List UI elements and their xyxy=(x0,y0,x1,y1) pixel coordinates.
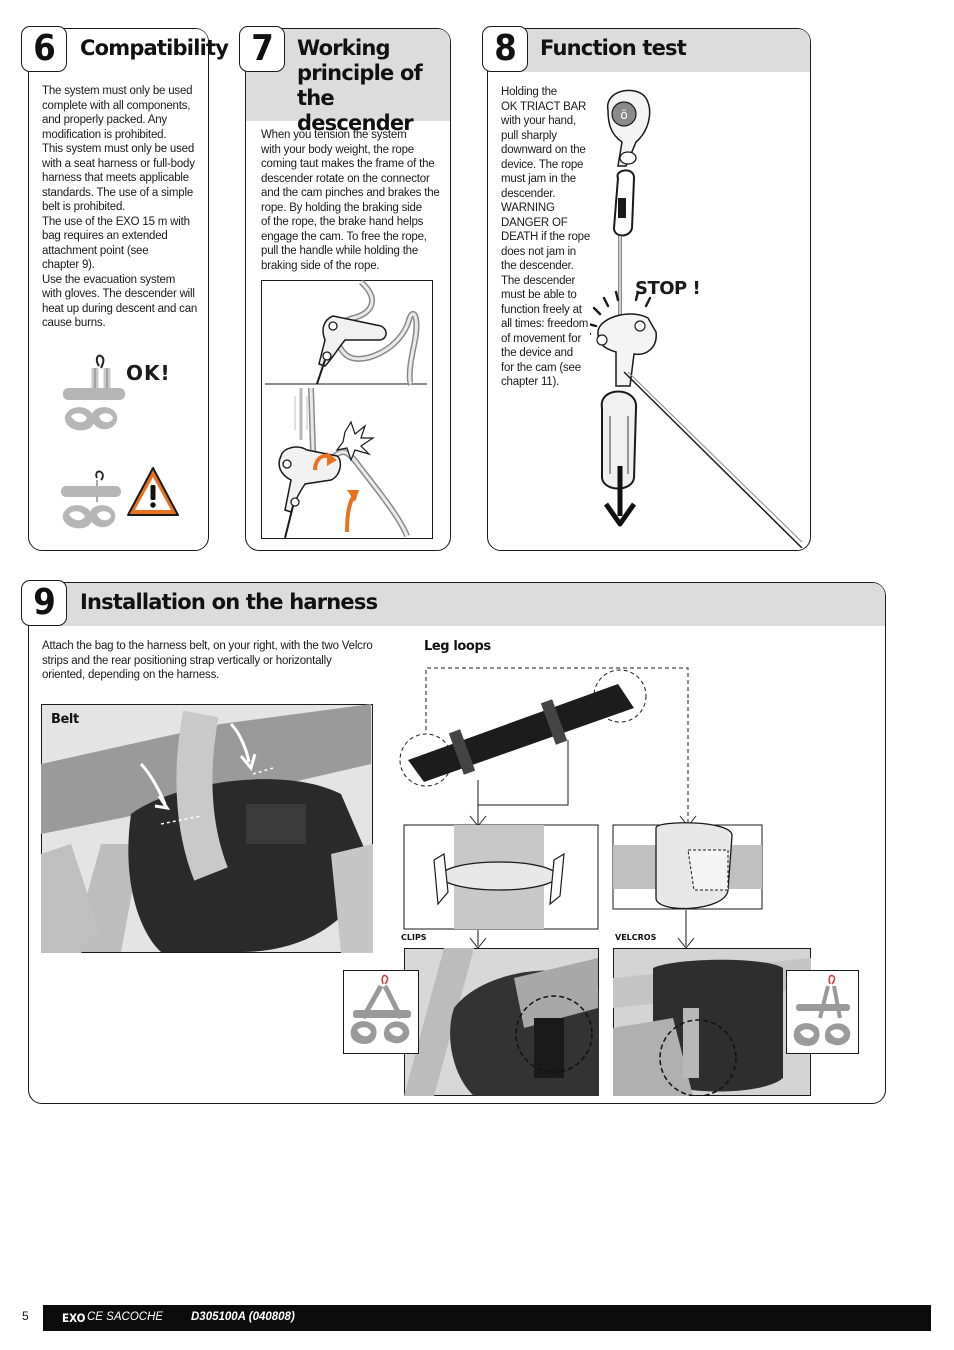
stop-label: STOP ! xyxy=(635,278,701,299)
section-7-title: Working principle of the descender xyxy=(297,36,423,135)
clips-label: CLIPS xyxy=(401,933,427,942)
harness-warning-figure xyxy=(61,470,121,529)
section-9-number: 9 xyxy=(21,580,67,626)
section-6-text: The system must only be used complete wi… xyxy=(42,85,198,329)
page-number: 5 xyxy=(22,1309,29,1323)
belt-label: Belt xyxy=(51,712,79,727)
footer-product-sub: CE SACOCHE xyxy=(87,1311,164,1323)
harness-leg-loops-icon-left xyxy=(343,970,419,1054)
section-8-header xyxy=(488,29,810,72)
section-8-number: 8 xyxy=(482,26,528,72)
section-6-number: 6 xyxy=(21,26,67,72)
velcros-label: VELCROS xyxy=(615,933,657,942)
belt-photo xyxy=(41,704,373,953)
footer-reference: D305100A (040808) xyxy=(191,1311,295,1323)
section-6-title: Compatibility xyxy=(80,36,229,60)
harness-ok-figure xyxy=(63,354,125,431)
warning-triangle-icon xyxy=(127,467,179,516)
descender-diagram xyxy=(261,280,433,539)
clips-photo xyxy=(404,948,599,1096)
leg-loops-label: Leg loops xyxy=(424,639,491,654)
function-test-diagram: ö xyxy=(590,89,803,548)
section-9-header xyxy=(29,583,885,626)
section-7-text: When you tension the system with your bo… xyxy=(261,129,440,272)
velcros-photo xyxy=(613,948,811,1096)
section-8-title: Function test xyxy=(540,36,687,60)
footer-product: EXO xyxy=(62,1311,86,1325)
section-9-text: Attach the bag to the harness belt, on y… xyxy=(42,640,373,681)
section-9-title: Installation on the harness xyxy=(80,590,378,614)
svg-text:ö: ö xyxy=(620,108,627,122)
ok-label: OK! xyxy=(126,361,171,385)
section-8-text: Holding the OK TRIACT BAR with your hand… xyxy=(501,86,591,388)
harness-leg-loops-icon-right xyxy=(786,970,859,1054)
section-7-number: 7 xyxy=(239,26,285,72)
footer-bar: EXO CE SACOCHE D305100A (040808) xyxy=(43,1305,931,1331)
leg-loops-diagram xyxy=(399,667,763,949)
